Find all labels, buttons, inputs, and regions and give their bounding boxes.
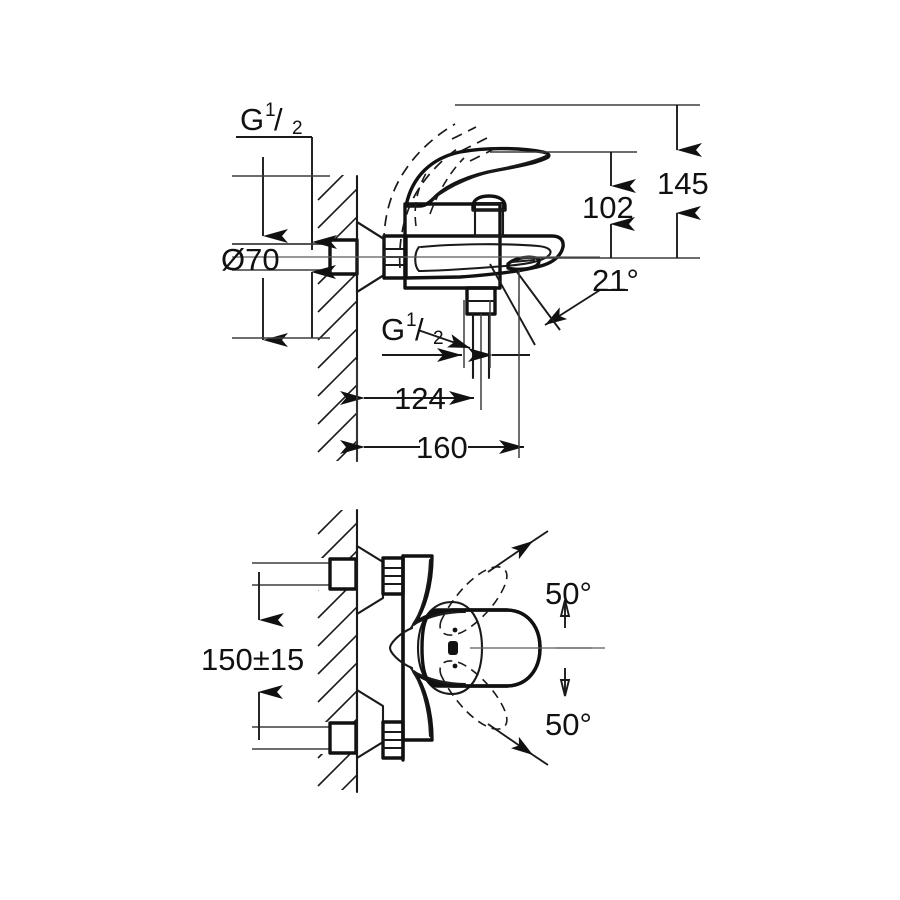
dim-diameter-70 <box>262 176 337 347</box>
spout-body-top <box>403 234 565 280</box>
thread-denominator-upper: 2 <box>292 118 303 139</box>
top-view-group <box>232 104 702 463</box>
thread-numerator-upper: 1 <box>265 100 276 121</box>
label-145: 145 <box>657 166 709 201</box>
bottom-view-group <box>252 508 605 794</box>
label-102: 102 <box>582 190 634 225</box>
label-thread-lower: G 1 / 2 <box>381 310 444 349</box>
thread-letter-lower: G <box>381 312 405 347</box>
thread-slash-upper: / <box>274 102 283 137</box>
dim-102 <box>490 151 700 259</box>
dim-thread-lower <box>382 300 530 368</box>
label-124: 124 <box>394 381 446 416</box>
wall-top <box>300 174 359 463</box>
dim-ext-70 <box>232 175 330 339</box>
escutcheon-lower-bottom <box>355 688 405 760</box>
dim-21-deg-leaders <box>489 263 628 346</box>
lever-handle-raised-ghost <box>383 123 497 269</box>
escutcheon-upper-bottom <box>355 544 405 616</box>
wall-hatching-top <box>317 175 357 461</box>
shower-outlet-connector <box>465 286 497 384</box>
thread-letter-upper: G <box>240 102 264 137</box>
spout-plan <box>420 608 542 688</box>
dim-50-deg-lower <box>487 668 571 766</box>
label-50-deg-upper: 50° <box>545 576 592 611</box>
diverter-button-top <box>471 194 507 238</box>
dim-thread-upper <box>232 136 330 250</box>
dim-160 <box>340 270 524 458</box>
lever-handle-top <box>404 146 551 208</box>
wall-bottom <box>300 508 359 794</box>
label-160: 160 <box>416 430 468 465</box>
label-thread-upper: G 1 / 2 <box>240 100 303 139</box>
spout-swivel-ghosts <box>439 566 508 730</box>
thread-denominator-lower: 2 <box>433 328 444 349</box>
thread-numerator-lower: 1 <box>406 310 417 331</box>
label-150-15: 150±15 <box>201 642 304 677</box>
dim-50-deg-upper <box>487 530 571 628</box>
label-50-deg-lower: 50° <box>545 707 592 742</box>
label-diameter-70: Ø70 <box>221 242 280 277</box>
wall-hatching-bottom <box>317 510 357 790</box>
dim-145 <box>455 104 702 258</box>
label-21-deg: 21° <box>592 263 639 298</box>
thread-slash-lower: / <box>415 312 424 347</box>
